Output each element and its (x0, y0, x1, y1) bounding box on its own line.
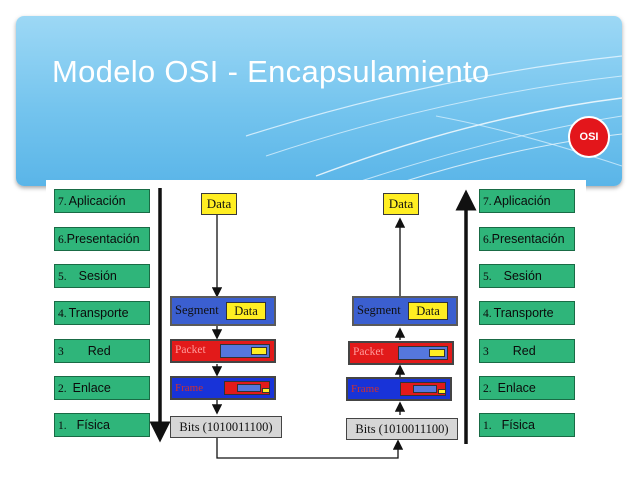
frame-label: Frame (351, 383, 380, 395)
layer-name: Física (501, 418, 535, 432)
sender-data: Data (201, 193, 237, 215)
right-layer-5: 5. Sesión (479, 264, 575, 288)
layer-name: Red (87, 344, 111, 358)
right-layer-6: 6.Presentación (479, 227, 575, 251)
layer-name: Enlace (72, 381, 111, 395)
slide-title: Modelo OSI - Encapsulamiento (52, 54, 490, 89)
layer-name: Presentación (66, 232, 140, 246)
sender-bits: Bits (1010011100) (170, 416, 282, 438)
left-layer-6: 6.Presentación (54, 227, 150, 251)
right-layer-3: 3 Red (479, 339, 575, 363)
layer-number: 7. (58, 196, 67, 208)
frame-segment (413, 385, 446, 394)
osi-badge: OSI (568, 116, 610, 158)
receiver-data: Data (383, 193, 419, 215)
left-layer-2: 2. Enlace (54, 376, 150, 400)
left-layer-7: 7.Aplicación (54, 189, 150, 213)
layer-number: 7. (483, 196, 492, 208)
layer-name: Sesión (503, 269, 542, 283)
sender-packet: Packet (170, 339, 276, 363)
banner-swoosh-decoration (245, 55, 622, 186)
segment-label: Segment (357, 303, 401, 317)
sender-frame: Frame (170, 376, 276, 400)
left-layer-4: 4.Transporte (54, 301, 150, 325)
left-layer-1: 1. Física (54, 413, 150, 437)
layer-name: Transporte (493, 306, 554, 320)
frame-data (262, 388, 270, 393)
layer-name: Sesión (78, 269, 117, 283)
layer-name: Aplicación (493, 194, 551, 208)
layer-number: 3 (483, 346, 489, 358)
right-layer-2: 2. Enlace (479, 376, 575, 400)
packet-payload (220, 344, 270, 358)
layer-number: 4. (58, 308, 67, 320)
frame-label: Frame (175, 382, 204, 394)
left-layer-3: 3 Red (54, 339, 150, 363)
layer-number: 4. (483, 308, 492, 320)
layer-number: 5. (58, 271, 67, 283)
wire-arrow (216, 437, 404, 459)
segment-data: Data (226, 302, 266, 320)
right-layer-7: 7.Aplicación (479, 189, 575, 213)
layer-name: Enlace (497, 381, 536, 395)
layer-number: 5. (483, 271, 492, 283)
layer-name: Presentación (491, 232, 565, 246)
flow-arrows (149, 188, 477, 459)
receiver-segment: Segment Data (352, 296, 458, 326)
encapsulation-diagram: 7.Aplicación 6.Presentación 5.Sesión 4.T… (46, 180, 586, 470)
packet-label: Packet (175, 344, 206, 356)
segment-data: Data (408, 302, 448, 320)
packet-payload (398, 346, 448, 360)
layer-name: Aplicación (68, 194, 126, 208)
receiver-bits: Bits (1010011100) (346, 418, 458, 440)
layer-name: Red (512, 344, 536, 358)
receiver-packet: Packet (348, 341, 454, 365)
frame-data (438, 389, 446, 394)
layer-number: 1. (483, 420, 492, 432)
sender-segment: Segment Data (170, 296, 276, 326)
layer-number: 2. (483, 383, 492, 395)
frame-payload (400, 382, 446, 396)
layer-name: Transporte (68, 306, 129, 320)
right-layer-1: 1. Física (479, 413, 575, 437)
frame-payload (224, 381, 270, 395)
layer-number: 1. (58, 420, 67, 432)
packet-data (429, 349, 445, 357)
title-banner (16, 16, 622, 186)
right-layer-4: 4.Transporte (479, 301, 575, 325)
layer-number: 6. (483, 234, 492, 246)
layer-name: Física (76, 418, 110, 432)
packet-data (251, 347, 267, 355)
layer-number: 6. (58, 234, 67, 246)
layer-number: 3 (58, 346, 64, 358)
receiver-frame: Frame (346, 377, 452, 401)
frame-segment (237, 384, 270, 393)
packet-label: Packet (353, 346, 384, 358)
segment-label: Segment (175, 303, 219, 317)
left-layer-5: 5. Sesión (54, 264, 150, 288)
layer-number: 2. (58, 383, 67, 395)
